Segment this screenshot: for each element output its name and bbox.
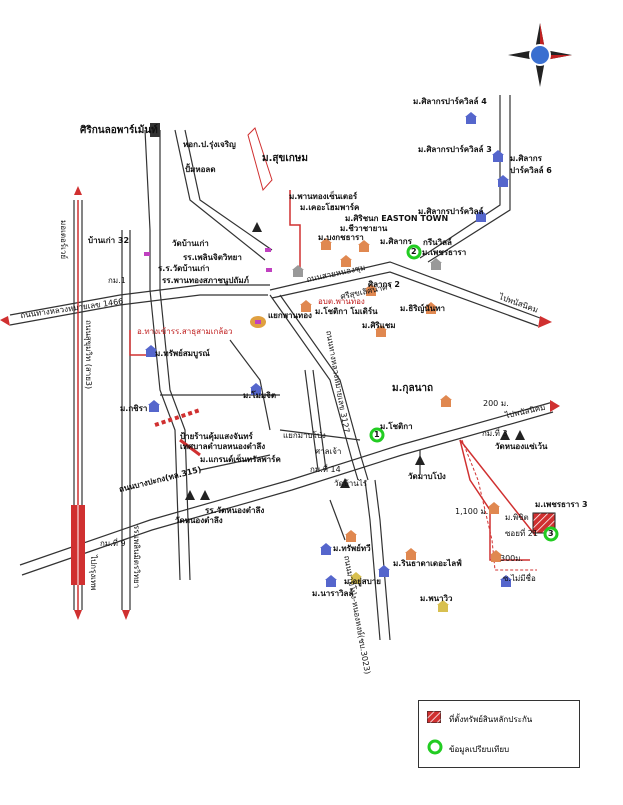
label-pichit: ม.พิชิต: [505, 513, 529, 522]
label-chokedee2: ม.โชติกา: [380, 422, 413, 431]
label-easton: ม.ศิริชนก EASTON TOWN: [345, 214, 449, 223]
label-road-to-bangkok: ไปกรุงเทพ: [89, 555, 98, 591]
label-yaek-bang-pong: แยกมาบโป่ง: [283, 431, 326, 440]
label-pump: ปั้มหอลด: [185, 165, 216, 174]
label-rr-pleonmit: รร.เพลินมิตรวิทยา: [132, 525, 141, 589]
label-wat-nong-tamlung: วัดหนองตำลึง: [175, 516, 223, 525]
label-sil-park3: ม.ศิลากรปาร์ควิลล์ 3: [418, 145, 492, 154]
marker-1-label: 1: [374, 430, 380, 439]
legend-comparable: ข้อมูลเปรียบเทียบ: [449, 745, 510, 754]
label-wat-ban-rai: วัดบ้านไร่: [334, 479, 368, 488]
label-wat-ban-kao: วัดบ้านเก่า: [172, 239, 209, 248]
label-rr-sarn: อ.ทางเข้ารร.สาธุสามเกล้อว: [137, 327, 233, 336]
label-rr-plern: รร.เพลินจิตวิทยา: [183, 253, 242, 262]
label-phetcharat: ม.เพชรธารา: [422, 248, 467, 257]
label-obt: อบต.พานทอง: [318, 297, 365, 306]
label-phanawee: ม.พนาวิว: [420, 594, 453, 603]
label-sil-park-b: ม.ศิลากรปาร์ควิลล์: [418, 207, 484, 216]
label-km3: กม.ที่ 3: [482, 429, 508, 438]
label-dist-300: 300ม.: [500, 554, 524, 563]
label-shop-sang: ป้ายร้านคุ้มแสงจันทร์: [180, 432, 253, 441]
label-wat-nong-khae: วัดหนองแซ่เว้น: [495, 442, 548, 451]
flag-icons: [144, 248, 272, 324]
house-icons: [145, 112, 512, 612]
label-km1: กม.1: [108, 276, 126, 285]
label-sap-somboon: ม.ทรัพย์สมบูรณ์: [155, 349, 210, 358]
compass-icon: [508, 23, 572, 87]
label-km14: กม.ที่ 14: [310, 465, 341, 474]
label-dist-1100: 1,100 ม.: [455, 507, 489, 516]
label-phanthong-center: ม.พานทองเซ็นเตอร์: [289, 192, 358, 201]
label-silakorn: ม.ศิลากร: [380, 237, 412, 246]
label-sil-park-a: ม.ศิลากร: [510, 154, 542, 163]
building-icon: [150, 123, 160, 137]
label-rr-wat-nong: รร.วัดหนองตำลึง: [205, 506, 265, 515]
label-dist-200: 200 ม.: [483, 399, 509, 408]
label-rr-phanthong: รร.พานทองสภาชนูปถัมภ์: [162, 276, 249, 285]
label-siri-nanta: ม.ธิริญ์นันทา: [400, 304, 446, 313]
comparable-marker-2: [406, 244, 422, 260]
map-legend: ที่ตั้งทรัพย์สินหลักประกัน ข้อมูลเปรียบเ…: [418, 700, 580, 768]
label-kanchana: ม.กชิรา: [120, 404, 148, 413]
label-khao-home: ม.เคอะโฮมพาร์ค: [300, 203, 360, 212]
label-sukkasem: ม.สุขเกษม: [262, 153, 308, 164]
label-sil-park4: ม.ศิลากรปาร์ควิลล์ 4: [413, 97, 487, 106]
label-narawin: ม.นาราวิลล์: [312, 589, 354, 598]
label-ban-kao32: บ้านเก่า 32: [88, 236, 130, 245]
legend-subject: ที่ตั้งทรัพย์สินหลักประกัน: [449, 715, 533, 724]
label-road-sukhumvit: ถนนสุขุมวิท (สาย3): [84, 320, 93, 390]
label-yu-sabai: ม.อยู่สบาย: [344, 577, 381, 586]
label-km9: กม.ที่ 9: [100, 539, 126, 548]
marker-3-label: 3: [548, 529, 554, 538]
label-soi21: ซอยที่ 21: [505, 529, 538, 538]
label-sirikanlo: ศิริกนลอพาร์เม้นท์: [80, 125, 158, 136]
marker-2-label: 2: [411, 247, 417, 256]
label-silakorn2: ศิลากร 2: [368, 280, 400, 289]
label-monchit: ม.โมมจิต: [243, 391, 277, 400]
label-motorway: มอเตอร์เวย์: [59, 220, 68, 260]
label-yaek-phanthong: แยกพานทอง: [268, 311, 312, 320]
comparable-marker-3: [543, 526, 559, 542]
temple-icons: [185, 222, 525, 500]
label-phetcharat3: ม.เพชรธารา 3: [535, 500, 588, 509]
label-sap-thawee: ม.ทรัพย์ทวี: [333, 544, 371, 553]
label-cheewa: ม.ชีวาชายาน: [340, 224, 388, 233]
label-kunlanart: ม.กุลนาถ: [392, 383, 434, 394]
label-nongkhammai: เทศบาลตำบลหนองตำลึง: [180, 442, 266, 451]
label-sala: ศาลเจ้า: [315, 447, 342, 456]
label-chokedee: ม.โชติกา โมเดิร์น: [315, 307, 378, 316]
comparable-circle-icon: [427, 739, 443, 755]
subject-hatch-icon: [427, 711, 441, 723]
label-grand: ม.แกรนด์เซ็นทรัลพาร์ค: [200, 455, 281, 464]
label-hor: หอก.ป.รุ่งเจริญ: [183, 140, 236, 149]
label-greenville: กรีนวิลล์: [423, 238, 452, 247]
label-soi-mai-rue: ซ.ไม่มีชื่อ: [503, 574, 536, 583]
label-sil-park-6: ปาร์ควิลล์ 6: [510, 166, 552, 175]
label-bongkot: ม.บงกชธารา: [318, 233, 364, 242]
label-wat-map-pong: วัดมาบโป่ง: [408, 472, 446, 481]
label-rin-thada: ม.รินธาดาเดอะไลฟ์: [393, 559, 462, 568]
label-rr-wat-ban-kao: ร.ร.วัดบ้านเก่า: [158, 264, 210, 273]
comparable-marker-1: [369, 427, 385, 443]
label-siri-chaem: ม.ศิริแชม: [362, 321, 396, 330]
